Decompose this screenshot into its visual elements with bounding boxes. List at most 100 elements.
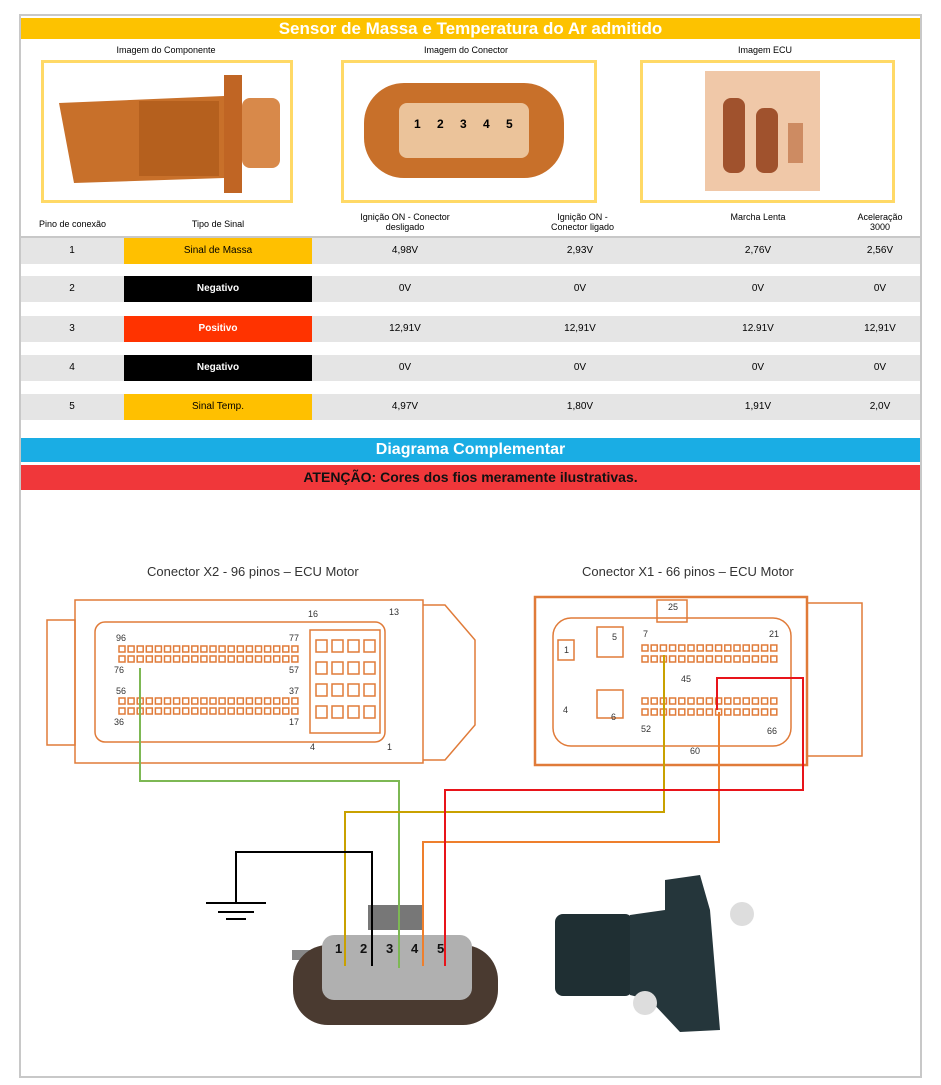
x2-pin [127,655,135,663]
x1-pin [641,697,649,705]
x1-box-large [596,626,624,658]
pin-number: 2 [69,283,75,294]
voltage-value: 0V [573,283,587,294]
x1-label-52: 52 [641,724,651,734]
x1-label-21: 21 [769,629,779,639]
x2-pin [254,645,263,653]
voltage-value: 4,97V [391,401,419,412]
x2-pin [245,697,254,705]
sensor-pin-5: 5 [437,941,444,956]
x2-pin [191,707,199,715]
x2-pin [127,697,135,705]
sensor-pin-2: 2 [360,941,367,956]
x2-power-pin [331,683,344,697]
wire-black [235,851,373,966]
x1-pin [714,644,723,652]
x2-pin [127,707,135,715]
x2-pin [254,707,263,715]
signal-type: Positivo [124,316,312,342]
voltage-value: 1,91V [744,401,772,412]
x1-pin [742,697,750,705]
x2-power-pin [363,639,376,653]
voltage-value: 0V [398,362,412,373]
voltage-value: 0V [751,362,765,373]
x2-pin [272,645,281,653]
x1-label-7: 7 [643,629,648,639]
x2-pin [209,697,217,705]
header-idle: Marcha Lenta [730,212,786,222]
x2-power-pin [331,705,344,719]
x2-power-pin [347,639,360,653]
x2-label-37: 37 [289,686,299,696]
pin-number: 1 [69,245,75,256]
voltage-value: 0V [873,283,887,294]
x1-pin [742,644,750,652]
x2-pin [245,707,254,715]
x2-pin [163,697,172,705]
x1-caption: Conector X1 - 66 pinos – ECU Motor [582,564,794,579]
voltage-value: 2,0V [869,401,891,412]
x1-pin [760,655,769,663]
x2-pin [172,645,181,653]
x1-pin [705,655,714,663]
x2-pin [200,707,208,715]
x1-pin [696,655,704,663]
x1-pin [724,655,732,663]
x2-label-77: 77 [289,633,299,643]
x2-pin [163,645,172,653]
pin-number: 5 [69,401,75,412]
voltage-value: 0V [873,362,887,373]
x2-pin [200,645,208,653]
x2-pin [145,697,154,705]
x1-pin [751,644,760,652]
x2-pin [172,707,181,715]
x2-pin [172,697,181,705]
pin-label-3: 3 [460,117,467,131]
x2-pin [282,645,290,653]
x1-pin [733,697,741,705]
x2-pin [191,655,199,663]
x1-pin [724,644,732,652]
voltage-value: 2,76V [744,245,772,256]
voltage-value: 12,91V [564,323,596,334]
x1-pin [714,655,723,663]
diagram-title: Diagrama Complementar [21,438,920,462]
x2-pin [263,645,272,653]
x2-pin [172,655,181,663]
x2-power-pin [315,639,328,653]
x1-pin [742,708,750,716]
x2-power-pin [315,661,328,675]
x2-power-pin [315,705,328,719]
signal-type: Negativo [124,355,312,381]
ground-icon [206,902,266,920]
sensor-pin-3: 3 [386,941,393,956]
x1-pin [751,708,760,716]
x1-pin [687,644,695,652]
x1-pin [659,644,668,652]
voltage-value: 12,91V [864,323,896,334]
x1-pin [770,697,778,705]
x2-pin [236,707,245,715]
x2-power-pin [347,683,360,697]
wire-green [139,668,400,968]
x1-pin [751,697,760,705]
x2-pin [272,697,281,705]
wire-orange [422,712,720,966]
x1-pin [714,697,723,705]
x1-label-5: 5 [612,632,617,642]
pin-label-5: 5 [506,117,513,131]
x2-pin [200,655,208,663]
signal-type: Sinal Temp. [124,394,312,420]
x2-pin [245,655,254,663]
x2-pin [209,655,217,663]
x2-caption: Conector X2 - 96 pinos – ECU Motor [147,564,359,579]
x2-pin [181,697,190,705]
x2-pin [263,655,272,663]
voltage-value: 0V [398,283,412,294]
x1-pin [668,644,677,652]
x1-pin [650,697,658,705]
x2-pin [181,655,190,663]
x2-pin [272,655,281,663]
x2-pin [145,707,154,715]
